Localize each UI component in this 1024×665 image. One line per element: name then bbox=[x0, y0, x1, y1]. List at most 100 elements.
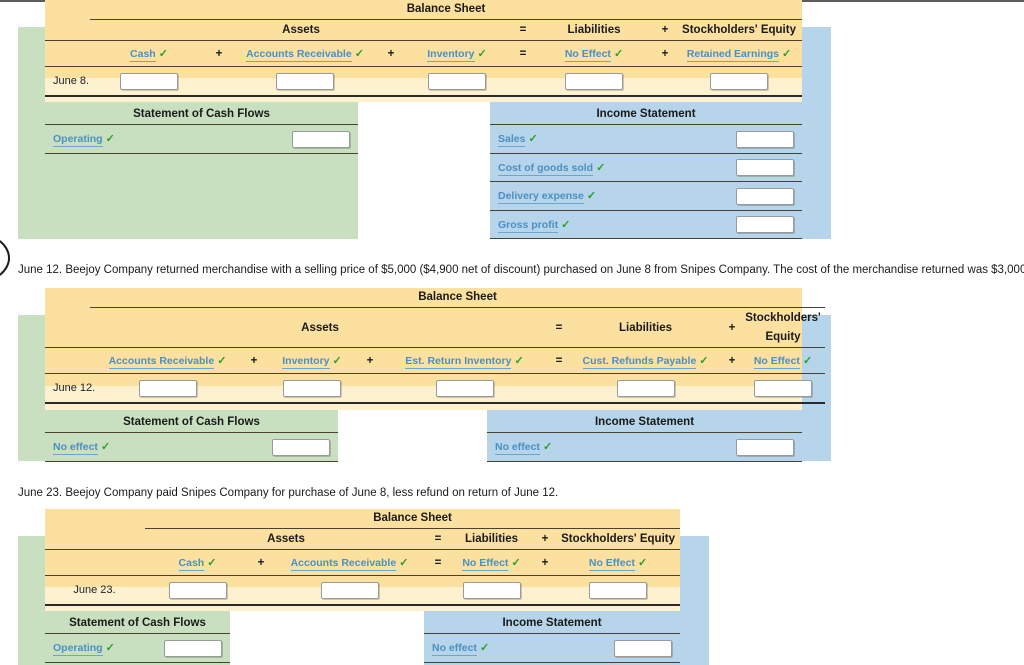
account-cell-no-effect-liabilities[interactable]: No Effect✓ bbox=[449, 549, 534, 576]
account-link-no-effect-equity[interactable]: No Effect bbox=[588, 557, 635, 571]
account-link-cust-refunds-payable[interactable]: Cust. Refunds Payable bbox=[582, 355, 697, 369]
entry-input-inventory[interactable] bbox=[428, 72, 486, 90]
entry-input-cust-refunds-payable[interactable] bbox=[616, 379, 675, 397]
account-cell-cash[interactable]: Cash✓ bbox=[90, 40, 208, 67]
account-cell-accounts-receivable[interactable]: Accounts Receivable✓ bbox=[90, 347, 245, 374]
account-link-inventory[interactable]: Inventory bbox=[427, 48, 475, 62]
account-cell-est-return-inventory[interactable]: Est. Return Inventory✓ bbox=[379, 347, 550, 374]
entry-cell-no-effect[interactable] bbox=[741, 373, 826, 404]
entry-input-retained-earnings[interactable] bbox=[710, 72, 768, 90]
income-input-sales[interactable] bbox=[736, 130, 794, 148]
income-link-no-effect[interactable]: No effect bbox=[432, 642, 477, 657]
income-line-no-effect[interactable]: No effect✓ bbox=[487, 432, 729, 462]
income-input-no-effect[interactable] bbox=[736, 438, 794, 456]
entry-cell-inventory[interactable] bbox=[263, 373, 361, 404]
income-input-no-effect[interactable] bbox=[614, 639, 672, 657]
entry-cell-inventory[interactable] bbox=[402, 66, 512, 97]
cash-flow-line-operating[interactable]: Operating✓ bbox=[45, 124, 285, 154]
check-icon: ✓ bbox=[479, 642, 490, 655]
income-value-cell-gross-profit[interactable] bbox=[729, 210, 802, 239]
cash-flow-line-no-effect[interactable]: No effect✓ bbox=[45, 432, 265, 462]
entry-cell-cust-refunds-payable[interactable] bbox=[568, 373, 723, 404]
income-line-cost-of-goods-sold[interactable]: Cost of goods sold✓ bbox=[490, 153, 729, 182]
income-input-gross-profit[interactable] bbox=[736, 216, 794, 233]
income-value-cell-delivery-expense[interactable] bbox=[729, 181, 802, 211]
entry-input-cash[interactable] bbox=[120, 72, 178, 90]
entry-cell-accounts-receivable[interactable] bbox=[272, 575, 427, 606]
entry-cell-no-effect-equity[interactable] bbox=[556, 575, 681, 606]
operator-plus: + bbox=[723, 307, 741, 348]
income-link-sales[interactable]: Sales bbox=[498, 133, 526, 148]
entry-input-no-effect[interactable] bbox=[754, 379, 812, 397]
entry-cell-cash[interactable] bbox=[145, 575, 250, 606]
account-link-cash[interactable]: Cash bbox=[130, 48, 156, 62]
account-link-accounts-receivable[interactable]: Accounts Receivable bbox=[246, 48, 352, 62]
cash-flow-value-cell-operating[interactable] bbox=[157, 633, 230, 663]
income-link-cost-of-goods-sold[interactable]: Cost of goods sold bbox=[498, 161, 594, 176]
account-cell-inventory[interactable]: Inventory✓ bbox=[263, 347, 361, 374]
account-cell-cash[interactable]: Cash✓ bbox=[145, 549, 250, 576]
account-link-no-effect[interactable]: No Effect bbox=[753, 355, 800, 369]
income-link-delivery-expense[interactable]: Delivery expense bbox=[498, 190, 584, 205]
cash-flow-link-no-effect[interactable]: No effect bbox=[53, 441, 98, 456]
income-value-cell-no-effect[interactable] bbox=[729, 432, 802, 462]
entry-input-accounts-receivable[interactable] bbox=[320, 581, 379, 599]
account-link-no-effect-liabilities[interactable]: No Effect bbox=[462, 557, 509, 571]
account-link-inventory[interactable]: Inventory bbox=[282, 355, 330, 369]
cash-flow-line-operating[interactable]: Operating✓ bbox=[45, 633, 157, 663]
income-value-cell-cost-of-goods-sold[interactable] bbox=[729, 153, 802, 182]
account-link-accounts-receivable[interactable]: Accounts Receivable bbox=[290, 557, 397, 571]
account-link-no-effect[interactable]: No Effect bbox=[564, 48, 611, 62]
account-cell-inventory[interactable]: Inventory✓ bbox=[402, 40, 512, 67]
income-value-cell-sales[interactable] bbox=[729, 124, 802, 154]
cash-flow-link-operating[interactable]: Operating bbox=[53, 642, 103, 657]
operator-plus: + bbox=[654, 40, 676, 67]
check-icon: ✓ bbox=[217, 355, 227, 367]
entry-input-accounts-receivable[interactable] bbox=[276, 72, 334, 90]
balance-sheet-title-row-2: Balance Sheet bbox=[45, 288, 825, 308]
entry-input-est-return-inventory[interactable] bbox=[435, 379, 494, 397]
account-link-est-return-inventory[interactable]: Est. Return Inventory bbox=[405, 355, 512, 369]
income-line-delivery-expense[interactable]: Delivery expense✓ bbox=[490, 181, 729, 211]
cash-flow-input-no-effect[interactable] bbox=[272, 438, 330, 456]
entry-cell-est-return-inventory[interactable] bbox=[379, 373, 550, 404]
account-cell-no-effect[interactable]: No Effect✓ bbox=[741, 347, 826, 374]
cash-flow-input-operating[interactable] bbox=[164, 639, 222, 657]
account-cell-retained-earnings[interactable]: Retained Earnings✓ bbox=[676, 40, 803, 67]
cash-flow-value-cell-no-effect[interactable] bbox=[265, 432, 338, 462]
entry-input-inventory[interactable] bbox=[283, 379, 341, 397]
income-line-sales[interactable]: Sales✓ bbox=[490, 124, 729, 154]
account-link-accounts-receivable[interactable]: Accounts Receivable bbox=[108, 355, 215, 369]
entry-cell-cash[interactable] bbox=[90, 66, 208, 97]
account-link-retained-earnings[interactable]: Retained Earnings bbox=[686, 48, 779, 62]
check-icon: ✓ bbox=[332, 355, 342, 367]
balance-sheet-title: Balance Sheet bbox=[373, 512, 452, 524]
cash-flow-input-operating[interactable] bbox=[292, 130, 350, 148]
account-link-cash[interactable]: Cash bbox=[178, 557, 205, 571]
entry-cell-accounts-receivable[interactable] bbox=[90, 373, 245, 404]
entry-input-cash[interactable] bbox=[168, 581, 227, 599]
entry-cell-no-effect-liabilities[interactable] bbox=[449, 575, 534, 606]
entry-input-accounts-receivable[interactable] bbox=[138, 379, 197, 397]
entry-cell-no-effect[interactable] bbox=[534, 66, 654, 97]
account-cell-cust-refunds-payable[interactable]: Cust. Refunds Payable✓ bbox=[568, 347, 723, 374]
account-cell-no-effect[interactable]: No Effect✓ bbox=[534, 40, 654, 67]
income-value-cell-no-effect[interactable] bbox=[607, 633, 680, 663]
entry-input-no-effect-liabilities[interactable] bbox=[462, 581, 521, 599]
income-line-no-effect[interactable]: No effect✓ bbox=[424, 633, 607, 663]
income-input-delivery-expense[interactable] bbox=[736, 187, 794, 205]
entry-input-no-effect-equity[interactable] bbox=[589, 581, 648, 599]
income-line-gross-profit[interactable]: Gross profit✓ bbox=[490, 210, 729, 239]
income-link-gross-profit[interactable]: Gross profit bbox=[498, 218, 559, 233]
group-header-stockholders-equity: Stockholders' Equity bbox=[676, 19, 803, 41]
account-cell-accounts-receivable[interactable]: Accounts Receivable✓ bbox=[230, 40, 380, 67]
entry-input-no-effect[interactable] bbox=[565, 72, 623, 90]
cash-flow-value-cell-operating[interactable] bbox=[285, 124, 358, 154]
cash-flow-link-operating[interactable]: Operating bbox=[53, 133, 103, 148]
income-link-no-effect[interactable]: No effect bbox=[495, 441, 540, 456]
income-input-cost-of-goods-sold[interactable] bbox=[736, 159, 794, 176]
entry-cell-retained-earnings[interactable] bbox=[676, 66, 803, 97]
account-cell-no-effect-equity[interactable]: No Effect✓ bbox=[556, 549, 681, 576]
entry-cell-accounts-receivable[interactable] bbox=[230, 66, 380, 97]
account-cell-accounts-receivable[interactable]: Accounts Receivable✓ bbox=[272, 549, 427, 576]
